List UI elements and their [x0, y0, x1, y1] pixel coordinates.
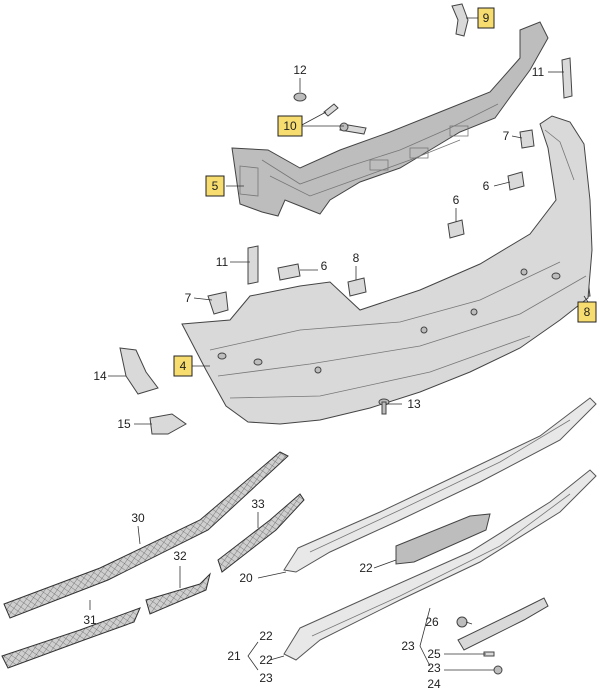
svg-text:20: 20: [239, 571, 253, 585]
svg-text:22: 22: [259, 653, 273, 667]
bracket-7-upper: [519, 129, 535, 149]
callout-4: 4: [173, 355, 193, 377]
svg-text:13: 13: [407, 397, 421, 411]
svg-text:23: 23: [427, 661, 441, 675]
callout-33: 33: [251, 497, 265, 511]
bumper-cover: [181, 115, 593, 425]
diffuser-lower: [283, 469, 597, 661]
guide-11-left: [247, 245, 259, 285]
svg-text:12: 12: [293, 63, 307, 77]
svg-text:9: 9: [483, 11, 490, 25]
clip-6-c: [277, 263, 301, 281]
callout-11-left: 11: [216, 255, 229, 269]
callout-14: 14: [93, 369, 107, 383]
svg-text:31: 31: [83, 613, 97, 627]
clip-8-a: [347, 277, 367, 297]
svg-text:32: 32: [173, 549, 187, 563]
bracket-9: [451, 3, 469, 37]
bracket-7-left: [207, 291, 229, 315]
svg-text:8: 8: [353, 251, 360, 265]
callout-13: 13: [407, 397, 421, 411]
svg-text:6: 6: [321, 259, 328, 273]
callout-22-lower-b: 22: [259, 653, 273, 667]
svg-text:22: 22: [359, 561, 373, 575]
grille-32: [145, 572, 211, 615]
callout-23-left: 23: [259, 671, 273, 685]
bracket-22: [395, 513, 491, 565]
callout-11-upper: 11: [532, 65, 545, 79]
bolts-10: [323, 103, 367, 135]
callout-23-right-b: 23: [427, 661, 441, 675]
callout-8-middle: 8: [353, 251, 360, 265]
grille-30: [3, 451, 289, 619]
svg-text:11: 11: [532, 65, 545, 79]
svg-text:26: 26: [425, 615, 439, 629]
strip-23: [457, 597, 549, 651]
callout-7-left: 7: [185, 291, 192, 305]
svg-text:8: 8: [584, 305, 591, 319]
clip-6-b: [447, 219, 465, 239]
svg-text:22: 22: [259, 629, 273, 643]
callout-20: 20: [239, 571, 253, 585]
callout-24: 24: [427, 677, 441, 691]
svg-text:33: 33: [251, 497, 265, 511]
callout-8-right: 8: [577, 301, 597, 323]
callout-31: 31: [83, 613, 97, 627]
callout-32: 32: [173, 549, 187, 563]
bumper-reinforcement-bar: [231, 21, 549, 217]
callout-23-right: 23: [401, 639, 415, 653]
callout-21: 21: [227, 649, 241, 663]
svg-text:15: 15: [117, 417, 131, 431]
callout-6-left: 6: [321, 259, 328, 273]
svg-text:5: 5: [212, 179, 219, 193]
callout-5: 5: [205, 175, 225, 197]
clip-26: [456, 616, 468, 628]
callout-22-middle: 22: [359, 561, 373, 575]
diffuser-upper: [283, 397, 597, 573]
callout-6-middle: 6: [453, 193, 460, 207]
clip-6-a: [507, 171, 525, 191]
leader-lines: [89, 17, 589, 671]
callout-7-upper: 7: [503, 129, 510, 143]
svg-text:23: 23: [401, 639, 415, 653]
reflector-14: [119, 347, 159, 395]
nut-12: [293, 92, 307, 102]
callout-25: 25: [427, 647, 441, 661]
screw-24: [493, 665, 503, 675]
callout-22-lower-a: 22: [259, 629, 273, 643]
svg-text:6: 6: [483, 179, 490, 193]
svg-text:6: 6: [453, 193, 460, 207]
svg-text:10: 10: [283, 119, 297, 133]
callout-9: 9: [477, 7, 495, 29]
svg-text:7: 7: [503, 129, 510, 143]
svg-text:23: 23: [259, 671, 273, 685]
svg-text:11: 11: [216, 255, 229, 269]
callout-26: 26: [425, 615, 439, 629]
svg-text:24: 24: [427, 677, 441, 691]
grille-33: [217, 493, 305, 573]
bolt-13: [378, 398, 390, 415]
svg-text:4: 4: [180, 359, 187, 373]
callout-12: 12: [293, 63, 307, 77]
svg-text:25: 25: [427, 647, 441, 661]
grille-31: [1, 607, 141, 669]
svg-text:7: 7: [185, 291, 192, 305]
callout-30: 30: [131, 511, 145, 525]
svg-text:30: 30: [131, 511, 145, 525]
callout-15: 15: [117, 417, 131, 431]
callout-10: 10: [277, 115, 303, 137]
callout-6-right: 6: [483, 179, 490, 193]
svg-text:21: 21: [227, 649, 241, 663]
svg-text:14: 14: [93, 369, 107, 383]
guide-11-upper: [561, 57, 573, 99]
cover-15: [149, 413, 187, 435]
